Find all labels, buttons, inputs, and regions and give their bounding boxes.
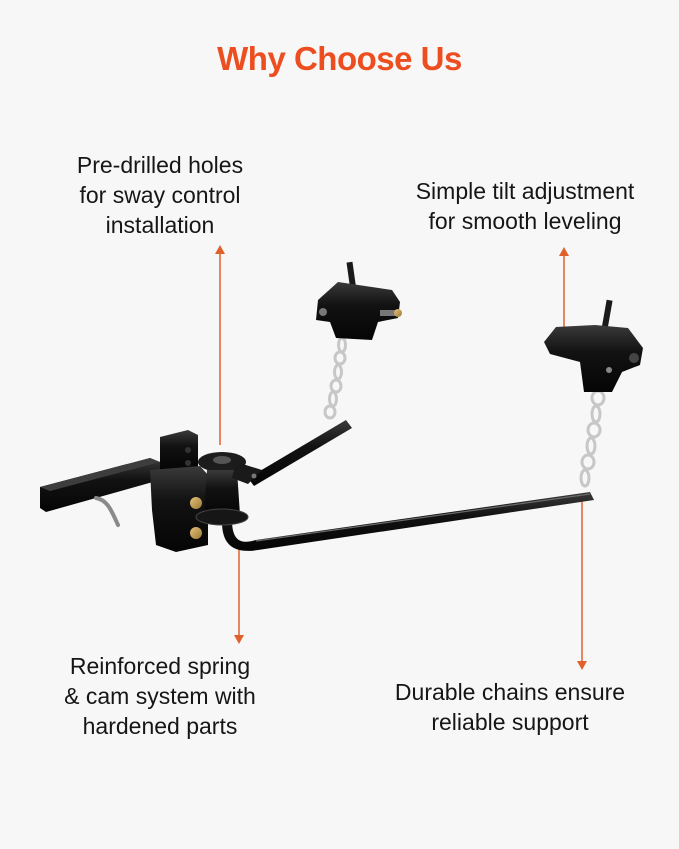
arrow-up-icon (215, 245, 225, 445)
arrow-up-icon (559, 247, 569, 328)
arrow-down-icon (234, 542, 244, 644)
chain-left (323, 336, 347, 420)
hitch-shank (40, 458, 160, 527)
arrow-down-icon (577, 500, 587, 670)
chain-right (579, 372, 607, 488)
spring-bar-back (248, 420, 352, 486)
callout-tilt-adjustment: Simple tilt adjustment for smooth leveli… (415, 178, 635, 234)
callout-durable-chains: Durable chains ensure reliable support (394, 679, 626, 735)
callout-pre-drilled-holes: Pre-drilled holes for sway control insta… (76, 152, 244, 238)
bracket-latch-left (316, 261, 402, 340)
bracket-latch-right (544, 299, 643, 392)
page-title: Why Choose Us (217, 40, 462, 77)
callout-spring-cam: Reinforced spring & cam system with hard… (64, 653, 256, 739)
head-assembly (150, 430, 262, 552)
spring-bar-front (222, 492, 594, 551)
